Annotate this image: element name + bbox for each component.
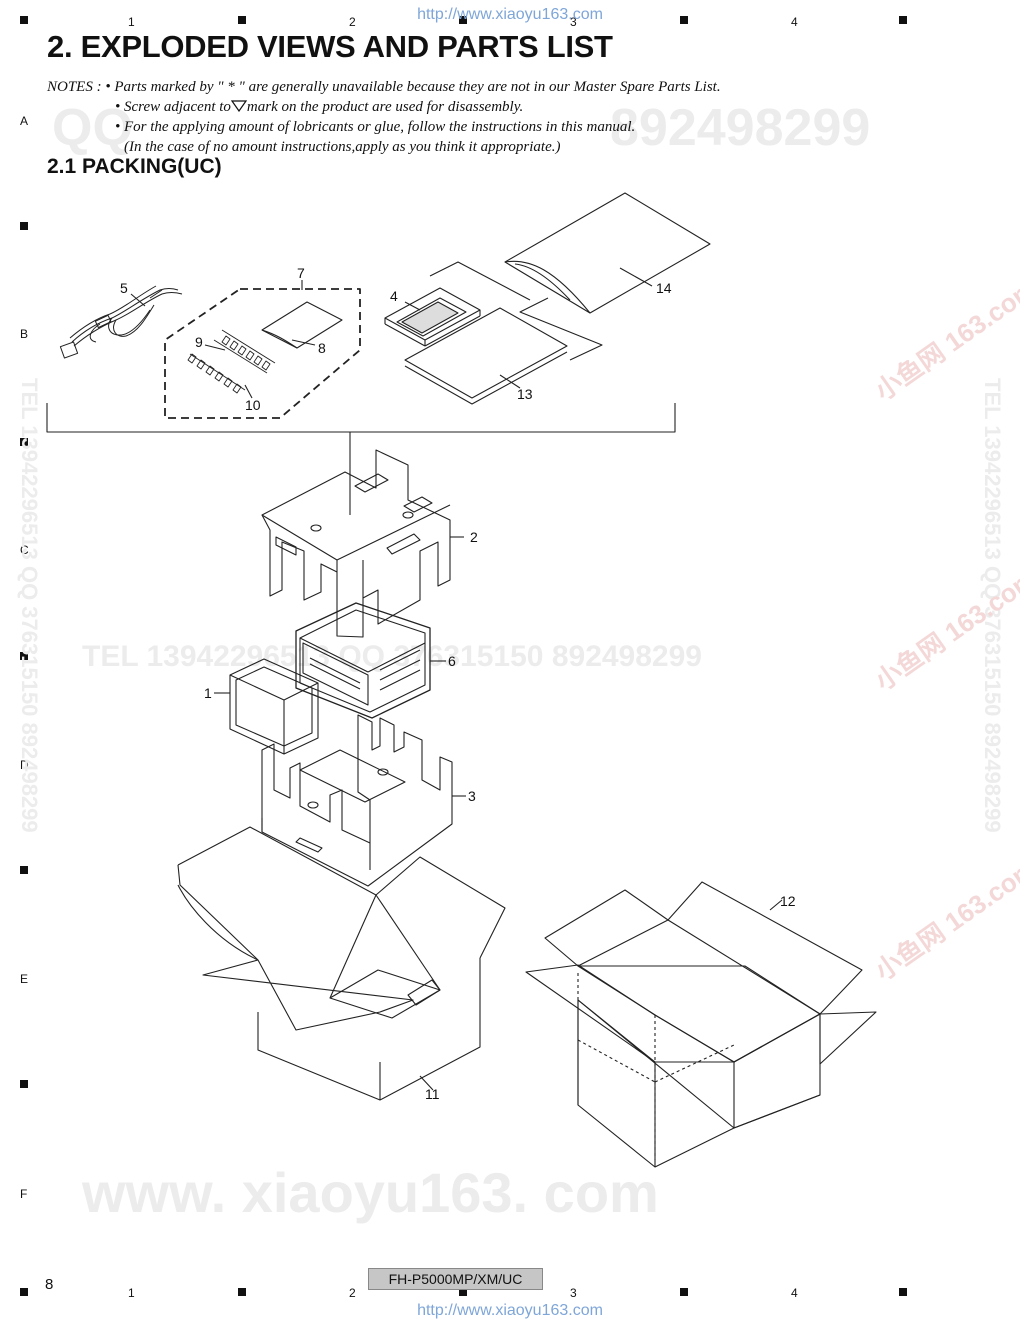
note-line: (In the case of no amount instructions,a… — [124, 139, 561, 155]
registration-mark — [20, 652, 28, 660]
watermark-text: TEL 13942296513 QQ 376315150 892498299 — [82, 640, 702, 673]
grid-column-label: 4 — [791, 1286, 798, 1300]
leader-line — [619, 267, 653, 287]
grid-row-label: E — [20, 972, 29, 986]
callout-label: 7 — [297, 265, 305, 281]
callout-label: 3 — [468, 788, 476, 804]
grid-row-label: D — [20, 758, 29, 772]
grid-column-label: 3 — [570, 15, 577, 29]
callout-label: 14 — [656, 280, 672, 296]
instruction-manual-part — [404, 307, 568, 405]
grid-row-label: F — [20, 1187, 28, 1201]
screw-set-part — [187, 329, 276, 394]
notes-block: NOTES : • Parts marked by " * " are gene… — [47, 77, 721, 157]
watermark-text: 892498299 — [610, 99, 871, 157]
callout-label: 10 — [245, 397, 261, 413]
outer-carton-open — [177, 826, 506, 1101]
leader-line — [244, 384, 253, 399]
registration-mark — [238, 16, 246, 24]
leader-line — [204, 344, 226, 351]
leader-line — [404, 301, 421, 311]
grid-row-label: B — [20, 327, 29, 341]
cord-part — [59, 285, 183, 359]
lower-packing-pad — [261, 714, 466, 887]
callout-label: 1 — [204, 685, 212, 701]
grid-row-label: A — [20, 114, 29, 128]
page-title: 2. EXPLODED VIEWS AND PARTS LIST — [47, 29, 613, 64]
grid-column-label: 1 — [128, 15, 135, 29]
registration-mark — [20, 222, 28, 230]
grid-column-label: 3 — [570, 1286, 577, 1300]
registration-mark — [680, 1288, 688, 1296]
leader-line — [499, 374, 521, 389]
accessory-bag-part — [261, 301, 343, 349]
registration-mark — [899, 1288, 907, 1296]
note-line: • Parts marked by " * " are generally un… — [105, 79, 721, 95]
note-line: • For the applying amount of lobricants … — [115, 119, 636, 135]
callout-label: 13 — [517, 386, 533, 402]
watermark-text: www. xiaoyu163. com — [82, 1161, 659, 1224]
model-label: FH-P5000MP/XM/UC — [368, 1268, 543, 1290]
registration-mark — [20, 438, 28, 446]
grid-column-label: 1 — [128, 1286, 135, 1300]
grid-row-label: C — [20, 543, 29, 557]
registration-mark — [238, 1288, 246, 1296]
accessory-kit-outline — [164, 288, 361, 419]
accessory-group-bracket — [46, 403, 676, 433]
registration-mark — [899, 16, 907, 24]
triangle-mark-icon — [230, 100, 248, 113]
callout-label: 9 — [195, 334, 203, 350]
note-line: • Screw adjacent to — [115, 99, 231, 115]
upper-packing-pad — [261, 449, 464, 638]
registration-mark — [20, 1080, 28, 1088]
remote-control-part — [384, 287, 481, 347]
registration-mark — [20, 1288, 28, 1296]
note-line: mark on the product are used for disasse… — [246, 99, 524, 115]
watermark-url: http://www.xiaoyu163.com — [417, 6, 603, 23]
registration-mark — [20, 866, 28, 874]
watermark-url: http://www.xiaoyu163.com — [417, 1302, 603, 1319]
mounting-sleeve-part — [214, 658, 319, 755]
watermark-text: QQ — [52, 99, 133, 157]
leader-line — [291, 339, 316, 346]
page-number: 8 — [45, 1276, 54, 1293]
callout-label: 5 — [120, 280, 128, 296]
notes-lead: NOTES : — [47, 79, 102, 95]
callout-label: 2 — [470, 529, 478, 545]
envelope-bracket — [519, 297, 603, 361]
callout-label: 12 — [780, 893, 796, 909]
outer-carton-closed — [525, 881, 877, 1168]
registration-mark — [20, 16, 28, 24]
grid-column-label: 4 — [791, 15, 798, 29]
callout-label: 4 — [390, 288, 398, 304]
callout-label: 11 — [425, 1086, 440, 1102]
registration-mark — [680, 16, 688, 24]
grid-column-label: 2 — [349, 1286, 356, 1300]
callout-label: 8 — [318, 340, 326, 356]
leader-line — [130, 293, 146, 307]
envelope-bracket — [429, 261, 531, 301]
callout-label: 6 — [448, 653, 456, 669]
grid-column-label: 2 — [349, 15, 356, 29]
registration-mark — [459, 1288, 467, 1296]
polybag-part — [504, 192, 711, 314]
registration-mark — [459, 16, 467, 24]
section-title: 2.1 PACKING(UC) — [47, 155, 222, 178]
